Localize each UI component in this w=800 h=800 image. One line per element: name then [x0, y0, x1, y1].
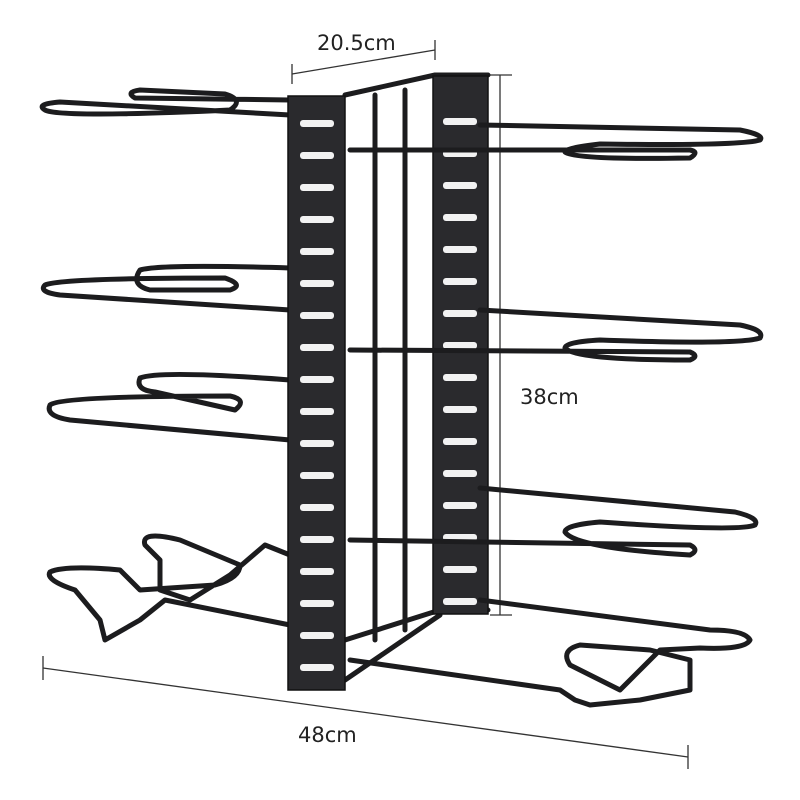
height-label: 38cm [520, 385, 579, 409]
width-dimension-line [42, 667, 689, 758]
post-slot [300, 504, 334, 511]
post-slot [300, 472, 334, 479]
post-slot [300, 664, 334, 671]
width-dimension: 48cm [42, 656, 689, 769]
post-slot [300, 536, 334, 543]
width-label: 48cm [298, 723, 357, 747]
depth-label: 20.5cm [317, 31, 396, 55]
post-slot [300, 632, 334, 639]
left-post [287, 95, 346, 691]
post-slot [300, 440, 334, 447]
right-arms [347, 122, 764, 708]
left-arms [39, 87, 293, 643]
post-slot [443, 310, 477, 317]
post-slot [300, 376, 334, 383]
post-slot [300, 600, 334, 607]
post-slot [300, 344, 334, 351]
post-slot [300, 184, 334, 191]
post-slot [443, 342, 477, 349]
depth-dimension-line [291, 49, 436, 75]
post-slot [443, 406, 477, 413]
post-slot [300, 120, 334, 127]
post-slot [300, 312, 334, 319]
post-slot [443, 438, 477, 445]
post-slot [300, 248, 334, 255]
right-post [432, 75, 489, 615]
post-slot [443, 246, 477, 253]
post-slot [443, 278, 477, 285]
post-slot [300, 280, 334, 287]
post-slot [443, 470, 477, 477]
post-slot [443, 214, 477, 221]
post-slot [443, 182, 477, 189]
post-slot [443, 118, 477, 125]
post-slot [300, 152, 334, 159]
post-slot [443, 502, 477, 509]
post-slot [443, 598, 477, 605]
post-slot [300, 408, 334, 415]
post-slot [300, 568, 334, 575]
post-slot [443, 566, 477, 573]
post-slot [443, 374, 477, 381]
post-slot [300, 216, 334, 223]
depth-dimension: 20.5cm [291, 31, 436, 84]
height-dimension: 38cm [490, 74, 579, 616]
